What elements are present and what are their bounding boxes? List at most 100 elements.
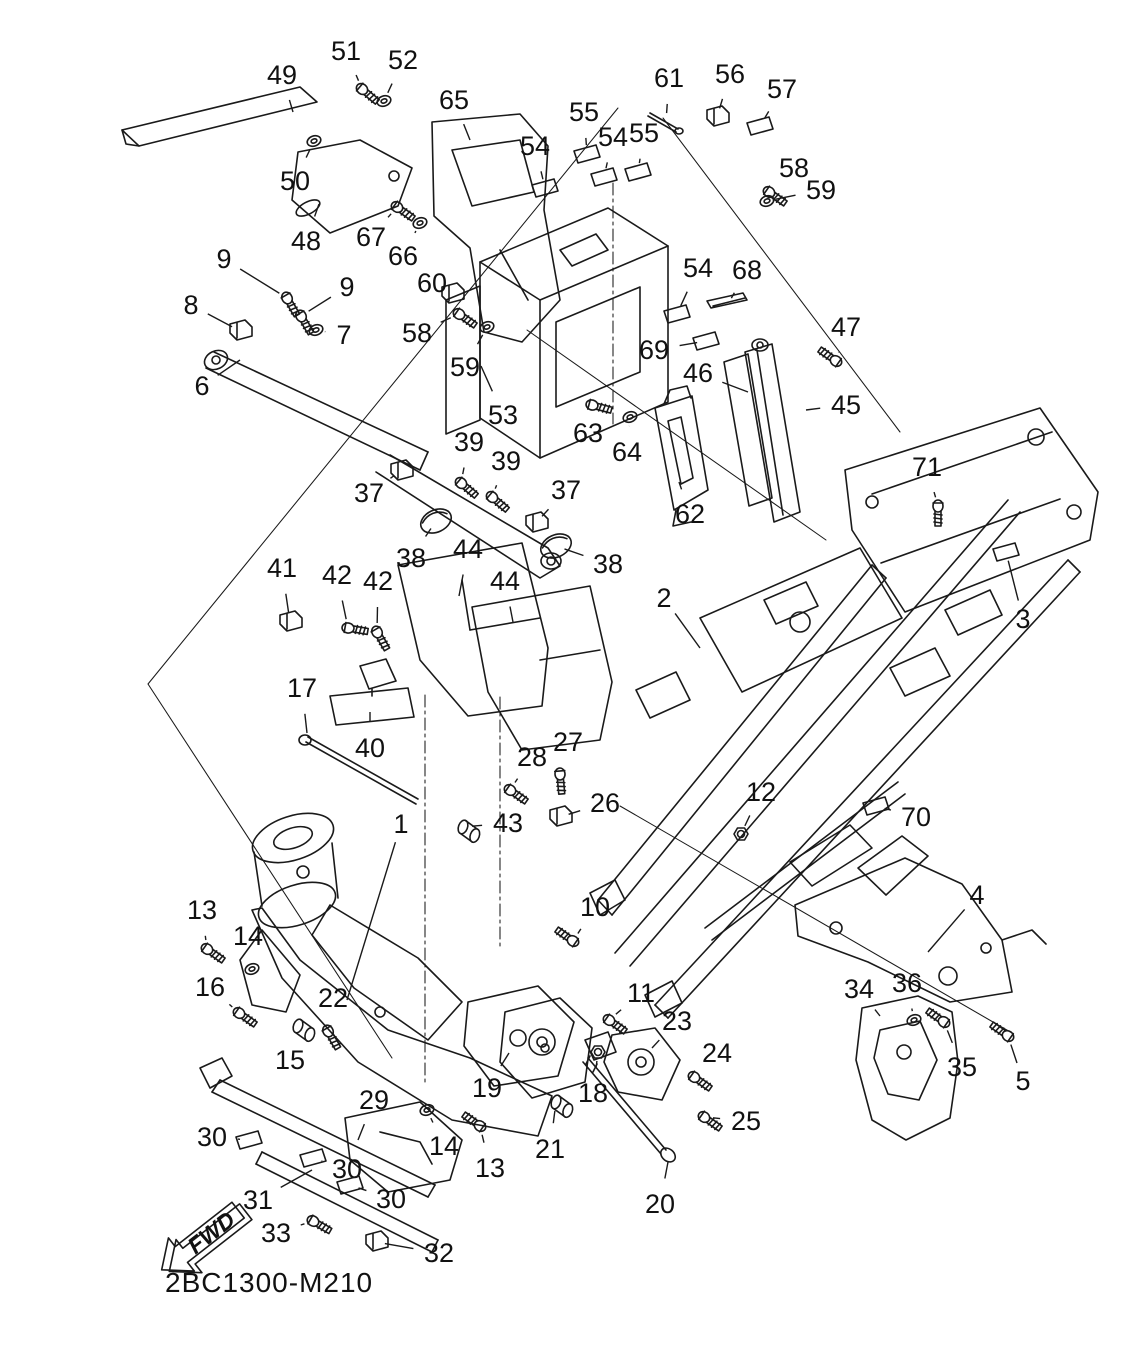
battery-box-art <box>445 207 669 459</box>
bracket-glyph-37 <box>390 459 414 481</box>
part-number-23: 23 <box>662 1006 692 1036</box>
leader-line-33 <box>300 1223 305 1226</box>
patch-glyph-3 <box>992 542 1020 562</box>
part-number-30: 30 <box>376 1184 406 1214</box>
part-number-18: 18 <box>578 1078 608 1108</box>
part-number-54: 54 <box>520 131 550 161</box>
callout-59: 59 <box>450 320 495 382</box>
callout-29: 29 <box>357 1085 389 1141</box>
callout-54: 54 <box>663 253 713 324</box>
bolt-glyph-22 <box>321 1024 342 1051</box>
washer-glyph-66 <box>412 216 428 230</box>
part-number-53: 53 <box>488 400 518 430</box>
leader-line-67 <box>387 213 392 218</box>
leader-line-53 <box>480 365 493 392</box>
part-number-26: 26 <box>590 788 620 818</box>
part-number-5: 5 <box>1015 1066 1030 1096</box>
part-number-31: 31 <box>243 1185 273 1215</box>
leader-line-2 <box>674 613 701 649</box>
callout-44: 44 <box>453 534 483 597</box>
leader-line-19 <box>500 1052 510 1067</box>
washer-glyph-36 <box>906 1013 922 1027</box>
stay-45-46-art <box>723 338 801 523</box>
leader-line-18 <box>595 1060 598 1068</box>
bolt-glyph-11 <box>602 1013 628 1035</box>
callout-13: 13 <box>461 1111 505 1183</box>
part-number-17: 17 <box>287 673 317 703</box>
part-number-43: 43 <box>493 808 523 838</box>
callout-11: 11 <box>602 978 655 1035</box>
leader-line-54 <box>680 291 688 307</box>
part-number-16: 16 <box>195 972 225 1002</box>
callout-53: 53 <box>480 365 518 430</box>
part-number-7: 7 <box>336 320 351 350</box>
callout-54: 54 <box>520 131 559 198</box>
callout-58: 58 <box>762 153 809 207</box>
part-number-21: 21 <box>535 1134 565 1164</box>
block-40-art <box>329 658 415 726</box>
callout-52: 52 <box>376 45 418 108</box>
part-number-35: 35 <box>947 1052 977 1082</box>
lower-rails-art <box>199 1057 463 1253</box>
part-number-11: 11 <box>627 978 655 1008</box>
callout-9: 9 <box>216 244 301 318</box>
leader-line-59 <box>775 194 796 200</box>
part-number-64: 64 <box>612 437 642 467</box>
patch-glyph-30 <box>299 1148 327 1168</box>
bolt-glyph-28 <box>503 783 529 805</box>
callout-69: 69 <box>639 331 720 365</box>
part-number-39: 39 <box>491 446 521 476</box>
bolt-glyph-47 <box>817 346 843 368</box>
callout-4: 4 <box>927 880 985 953</box>
part-number-41: 41 <box>267 553 297 583</box>
bolt-glyph-67 <box>390 200 416 222</box>
callout-22: 22 <box>318 983 348 1051</box>
nut-glyph-18 <box>590 1045 606 1059</box>
callout-36: 36 <box>892 968 922 1027</box>
part-number-59: 59 <box>806 175 836 205</box>
strip-glyph-68 <box>706 292 748 309</box>
patch-glyph-69 <box>692 331 720 351</box>
leader-line-46 <box>722 381 749 393</box>
leader-line-16 <box>228 1003 233 1008</box>
leader-line-57 <box>763 110 770 119</box>
rod-17-art <box>298 734 419 805</box>
part-number-44: 44 <box>453 534 483 564</box>
leader-line-42 <box>341 600 347 620</box>
leader-line-45 <box>805 407 821 411</box>
leader-line-31 <box>280 1169 313 1188</box>
callout-6: 6 <box>194 359 241 401</box>
callout-32: 32 <box>365 1230 454 1268</box>
part-number-61: 61 <box>654 63 684 93</box>
patch-glyph-54 <box>590 167 618 187</box>
leader-line-5 <box>1010 1044 1018 1064</box>
part-number-22: 22 <box>318 983 348 1013</box>
part-number-27: 27 <box>553 727 583 757</box>
leader-line-32 <box>384 1242 414 1250</box>
part-number-55: 55 <box>569 97 599 127</box>
part-number-54: 54 <box>598 122 628 152</box>
part-number-69: 69 <box>639 335 669 365</box>
leader-line-52 <box>387 83 393 94</box>
callout-2: 2 <box>656 583 701 649</box>
bolt-glyph-58 <box>452 307 478 329</box>
collar-glyph-21 <box>550 1094 574 1119</box>
part-number-28: 28 <box>517 742 547 772</box>
bolt-glyph-16 <box>232 1006 258 1028</box>
callout-8: 8 <box>183 290 253 341</box>
part-number-24: 24 <box>702 1038 732 1068</box>
washer-glyph-64 <box>622 410 638 424</box>
leader-line-21 <box>552 1110 556 1124</box>
callout-47: 47 <box>817 312 861 368</box>
bolt-glyph-63 <box>585 398 613 414</box>
part-number-44: 44 <box>490 566 520 596</box>
callout-10: 10 <box>554 892 610 948</box>
part-number-1: 1 <box>393 809 408 839</box>
callout-60: 60 <box>417 268 465 304</box>
washer-glyph-59 <box>479 320 495 334</box>
callout-57: 57 <box>746 74 797 136</box>
leader-line-20 <box>664 1161 669 1179</box>
leader-line-9 <box>239 268 280 294</box>
callout-45: 45 <box>805 390 861 420</box>
